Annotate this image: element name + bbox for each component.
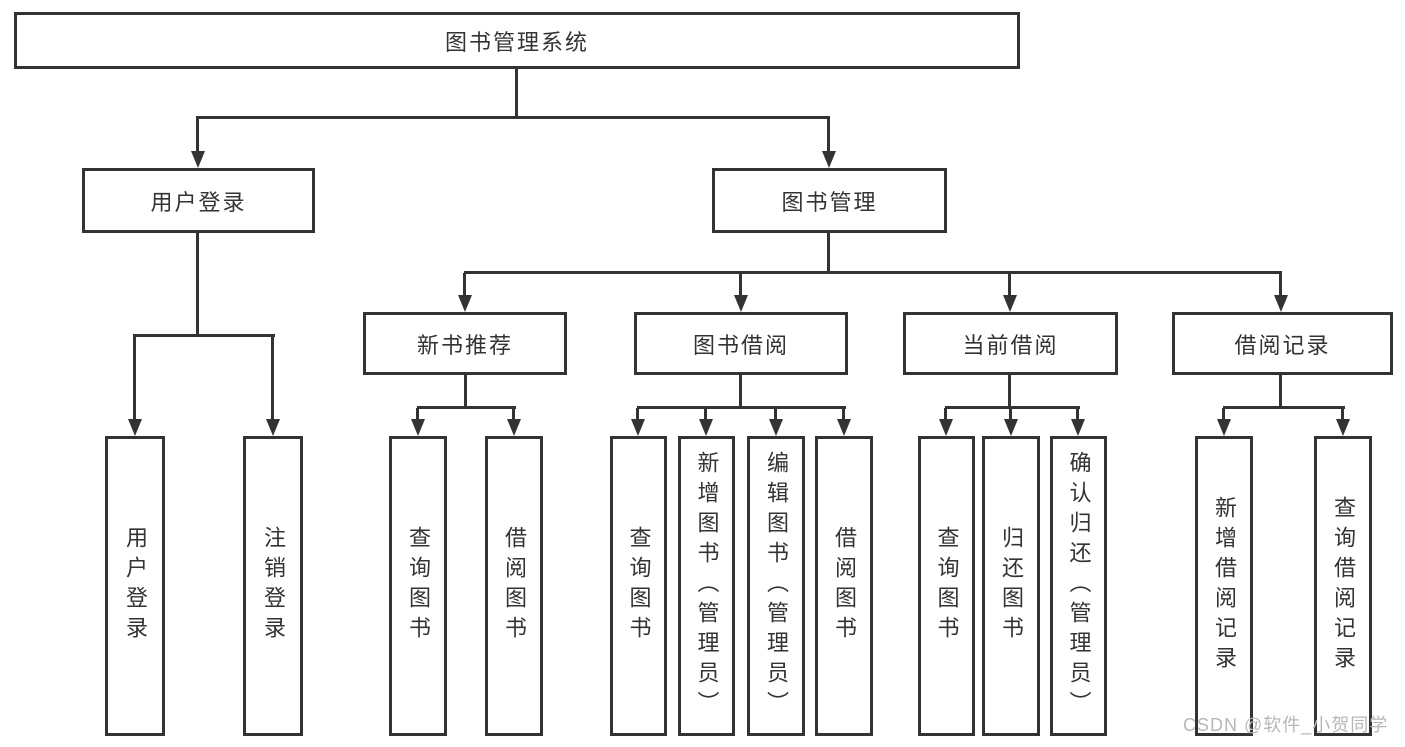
leaf-return-book: 归还图书 xyxy=(982,436,1040,736)
connector-line xyxy=(463,273,466,296)
connector-line xyxy=(704,408,707,420)
connector-line xyxy=(1222,408,1225,420)
node-book-borrow: 图书借阅 xyxy=(634,312,848,375)
connector-line xyxy=(1009,408,1012,420)
connector-line xyxy=(196,233,199,337)
connector-line xyxy=(417,406,516,409)
leaf-confirm-return-admin: 确认归还（管理员） xyxy=(1050,436,1107,736)
arrowhead-icon xyxy=(266,419,280,436)
arrowhead-icon xyxy=(1336,419,1350,436)
connector-line xyxy=(196,116,830,119)
connector-line xyxy=(1076,408,1079,420)
arrowhead-icon xyxy=(507,419,521,436)
connector-line xyxy=(133,336,136,420)
leaf-borrow-books: 借阅图书 xyxy=(815,436,873,736)
connector-line xyxy=(636,408,639,420)
connector-line xyxy=(1279,375,1282,409)
arrowhead-icon xyxy=(837,419,851,436)
connector-line xyxy=(1223,406,1345,409)
connector-line xyxy=(416,408,419,420)
arrowhead-icon xyxy=(699,419,713,436)
arrowhead-icon xyxy=(769,419,783,436)
arrowhead-icon xyxy=(411,419,425,436)
connector-line xyxy=(827,233,830,274)
leaf-query-books-recommend: 查询图书 xyxy=(389,436,447,736)
connector-line xyxy=(842,408,845,420)
arrowhead-icon xyxy=(191,151,205,168)
leaf-add-book-admin: 新增图书（管理员） xyxy=(678,436,735,736)
arrowhead-icon xyxy=(939,419,953,436)
leaf-add-borrow-record: 新增借阅记录 xyxy=(1195,436,1253,736)
arrowhead-icon xyxy=(1274,295,1288,312)
connector-line xyxy=(1279,273,1282,296)
arrowhead-icon xyxy=(458,295,472,312)
arrowhead-icon xyxy=(631,419,645,436)
connector-line xyxy=(512,408,515,420)
connector-line xyxy=(1008,273,1011,296)
arrowhead-icon xyxy=(734,295,748,312)
arrowhead-icon xyxy=(1217,419,1231,436)
connector-line xyxy=(739,273,742,296)
arrowhead-icon xyxy=(1071,419,1085,436)
node-new-book-recommend: 新书推荐 xyxy=(363,312,567,375)
connector-line xyxy=(196,118,199,152)
leaf-borrow-books-recommend: 借阅图书 xyxy=(485,436,543,736)
connector-line xyxy=(464,271,1282,274)
arrowhead-icon xyxy=(1003,295,1017,312)
node-root: 图书管理系统 xyxy=(14,12,1020,69)
connector-line xyxy=(1008,375,1011,409)
connector-line xyxy=(515,68,518,118)
leaf-edit-book-admin: 编辑图书（管理员） xyxy=(747,436,805,736)
leaf-user-login: 用户登录 xyxy=(105,436,165,736)
arrowhead-icon xyxy=(822,151,836,168)
leaf-query-books-current: 查询图书 xyxy=(918,436,975,736)
connector-line xyxy=(1341,408,1344,420)
csdn-watermark: CSDN @软件_小贺同学 xyxy=(1183,715,1389,735)
connector-line xyxy=(945,406,1080,409)
connector-line xyxy=(944,408,947,420)
connector-line xyxy=(464,375,467,409)
arrowhead-icon xyxy=(128,419,142,436)
connector-line xyxy=(827,118,830,152)
node-borrow-records: 借阅记录 xyxy=(1172,312,1393,375)
arrowhead-icon xyxy=(1004,419,1018,436)
connector-line xyxy=(133,334,275,337)
leaf-query-books-borrow: 查询图书 xyxy=(610,436,667,736)
connector-line xyxy=(271,336,274,420)
leaf-query-borrow-record: 查询借阅记录 xyxy=(1314,436,1372,736)
node-user-login: 用户登录 xyxy=(82,168,315,233)
leaf-logout: 注销登录 xyxy=(243,436,303,736)
connector-line xyxy=(774,408,777,420)
node-current-borrow: 当前借阅 xyxy=(903,312,1118,375)
connector-line xyxy=(637,406,846,409)
node-book-management: 图书管理 xyxy=(712,168,947,233)
connector-line xyxy=(739,375,742,409)
